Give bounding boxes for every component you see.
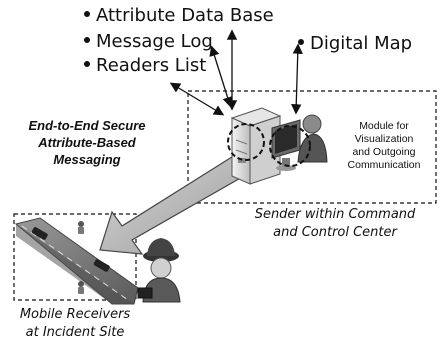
sender-label: Sender within Command and Control Center — [230, 206, 440, 242]
bullet-dot — [298, 39, 304, 45]
bullet-dot — [84, 11, 90, 17]
bullet-text: Digital Map — [310, 33, 413, 54]
bullet-dot — [84, 61, 90, 67]
secure-messaging-line: Messaging — [53, 152, 121, 167]
module-line: and Outgoing — [352, 146, 416, 158]
message-log-arrow — [209, 45, 233, 108]
incident-site-region — [13, 213, 137, 301]
secure-messaging-label: End-to-End Secure Attribute-Based Messag… — [12, 117, 162, 168]
server-highlight-circle — [227, 123, 265, 161]
road-illustration — [14, 217, 139, 305]
module-line: Visualization — [354, 133, 414, 145]
operator-icon — [297, 114, 328, 163]
command-center-region — [187, 90, 437, 204]
monitor-icon — [271, 119, 301, 171]
readers-list-arrow — [169, 82, 225, 116]
module-line: Module for — [359, 120, 409, 132]
receivers-line: at Incident Site — [25, 325, 125, 340]
bullet-text: Attribute Data Base — [96, 5, 274, 26]
firefighter-small-icon — [78, 281, 84, 294]
receivers-label: Mobile Receivers at Incident Site — [0, 306, 150, 342]
bullet-text: Readers List — [96, 55, 207, 76]
monitor-highlight-circle — [269, 125, 311, 167]
bullet-text: Message Log — [96, 31, 213, 52]
sender-line: and Control Center — [273, 225, 397, 240]
digital-map-arrow — [291, 43, 303, 115]
bullet-message-log: Message Log — [84, 31, 213, 52]
car-icon — [93, 259, 110, 272]
secure-messaging-arrow — [99, 149, 259, 255]
firefighter-icon — [137, 238, 181, 303]
module-line: Communication — [347, 159, 421, 171]
car-icon — [31, 227, 48, 240]
bullet-digital-map: Digital Map — [298, 33, 412, 54]
receivers-line: Mobile Receivers — [19, 307, 131, 322]
secure-messaging-line: End-to-End Secure — [28, 118, 146, 133]
firefighter-small-icon — [78, 221, 84, 234]
secure-messaging-line: Attribute-Based — [38, 135, 136, 150]
bullet-dot — [84, 37, 90, 43]
module-label: Module for Visualization and Outgoing Co… — [334, 120, 434, 172]
bullet-readers-list: Readers List — [84, 55, 206, 76]
bullet-attribute-database: Attribute Data Base — [84, 5, 274, 26]
sender-line: Sender within Command — [254, 207, 416, 222]
